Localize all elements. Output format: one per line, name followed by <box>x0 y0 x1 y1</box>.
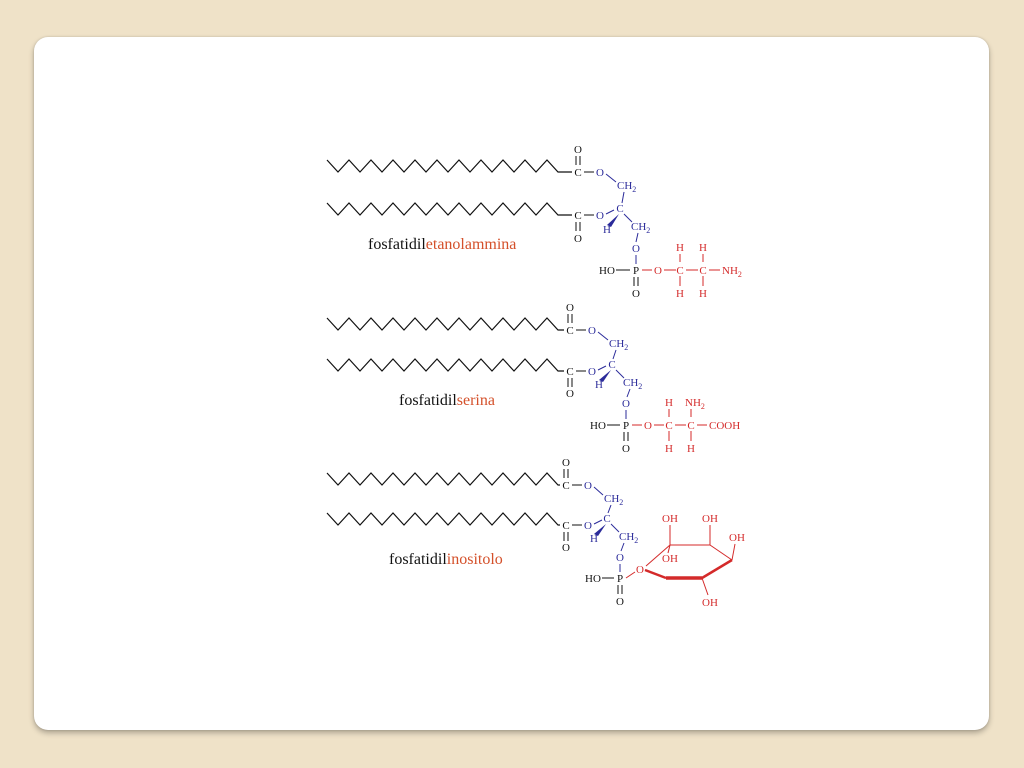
phosphate-ester-oxygen: O <box>622 398 630 410</box>
head-oxygen: O <box>654 265 662 277</box>
amino-group: NH2 <box>685 397 705 411</box>
carbonyl-carbon: C <box>562 520 569 532</box>
hydrogen: H <box>676 288 684 300</box>
carbonyl-carbon: C <box>566 325 573 337</box>
inositol-linking-oxygen: O <box>636 564 644 576</box>
phosphorus-atom: P <box>623 420 629 432</box>
phosphoryl-oxygen: O <box>616 596 624 608</box>
carbonyl-oxygen: O <box>574 233 582 245</box>
glycerol-ch2-top: CH2 <box>609 338 628 352</box>
fatty-acid-chain-2 <box>326 358 564 372</box>
fatty-acid-chain-2 <box>326 512 560 526</box>
ester-oxygen: O <box>596 210 604 222</box>
glycerol-ch2-top: CH2 <box>617 180 636 194</box>
amino-group: NH2 <box>722 265 742 279</box>
phosphate-hydroxyl: HO <box>585 573 601 585</box>
carbonyl-carbon: C <box>574 167 581 179</box>
ester-oxygen: O <box>596 167 604 179</box>
hydrogen: H <box>676 242 684 254</box>
carboxyl-group: COOH <box>709 420 740 432</box>
hydroxyl-group: OH <box>702 597 718 609</box>
phosphoryl-oxygen: O <box>622 443 630 455</box>
phosphorus-atom: P <box>617 573 623 585</box>
hydrogen: H <box>687 443 695 455</box>
hydrogen: H <box>665 397 673 409</box>
head-carbon-1: C <box>665 420 672 432</box>
inositol-ring <box>644 525 736 596</box>
glycerol-ch2-bottom: CH2 <box>631 221 650 235</box>
glycerol-h: H <box>595 379 603 391</box>
carbonyl-carbon: C <box>566 366 573 378</box>
ester-oxygen: O <box>584 480 592 492</box>
hydrogen: H <box>699 288 707 300</box>
phosphate-ester-oxygen: O <box>616 552 624 564</box>
glycerol-ch2-top: CH2 <box>604 493 623 507</box>
phosphoryl-oxygen: O <box>632 288 640 300</box>
carbonyl-oxygen: O <box>562 542 570 554</box>
phosphate-hydroxyl: HO <box>590 420 606 432</box>
carbonyl-oxygen: O <box>566 302 574 314</box>
ester-oxygen: O <box>588 325 596 337</box>
head-carbon-2: C <box>687 420 694 432</box>
glycerol-h: H <box>603 224 611 236</box>
glycerol-ch2-bottom: CH2 <box>623 377 642 391</box>
molecule-name-1: fosfatidiletanolammina <box>368 236 516 253</box>
phosphate-ester-oxygen: O <box>632 243 640 255</box>
hydroxyl-group: OH <box>702 513 718 525</box>
hydroxyl-group: OH <box>662 513 678 525</box>
fatty-acid-chain-1 <box>326 472 560 486</box>
ester-oxygen: O <box>584 520 592 532</box>
molecule-phosphatidylinositol: O C O CH2 C O O C H CH2 O HO P O O <box>326 457 745 609</box>
molecule-phosphatidylserine: O C O CH2 C O O C H CH2 O HO P O O <box>326 302 740 455</box>
fatty-acid-chain-2 <box>326 202 572 216</box>
glycerol-c2: C <box>608 359 615 371</box>
head-carbon-1: C <box>676 265 683 277</box>
carbonyl-oxygen: O <box>566 388 574 400</box>
fatty-acid-chain-1 <box>326 159 572 173</box>
slide <box>34 37 989 730</box>
molecule-phosphatidylethanolamine: O C O CH2 C O O C H CH2 O HO P O O <box>326 144 742 300</box>
glycerol-ch2-bottom: CH2 <box>619 531 638 545</box>
head-oxygen: O <box>644 420 652 432</box>
carbonyl-oxygen: O <box>574 144 582 156</box>
hydrogen: H <box>699 242 707 254</box>
ester-oxygen: O <box>588 366 596 378</box>
molecule-name-3: fosfatidilinositolo <box>389 551 503 568</box>
carbonyl-carbon: C <box>562 480 569 492</box>
head-carbon-2: C <box>699 265 706 277</box>
glycerol-c2: C <box>616 203 623 215</box>
glycerol-h: H <box>590 533 598 545</box>
hydroxyl-group: OH <box>662 553 678 565</box>
hydrogen: H <box>665 443 673 455</box>
carbonyl-carbon: C <box>574 210 581 222</box>
fatty-acid-chain-1 <box>326 317 564 331</box>
carbonyl-oxygen: O <box>562 457 570 469</box>
hydroxyl-group: OH <box>729 532 745 544</box>
molecule-name-2: fosfatidilserina <box>399 392 495 409</box>
phosphate-hydroxyl: HO <box>599 265 615 277</box>
glycerol-c2: C <box>603 513 610 525</box>
phosphorus-atom: P <box>633 265 639 277</box>
